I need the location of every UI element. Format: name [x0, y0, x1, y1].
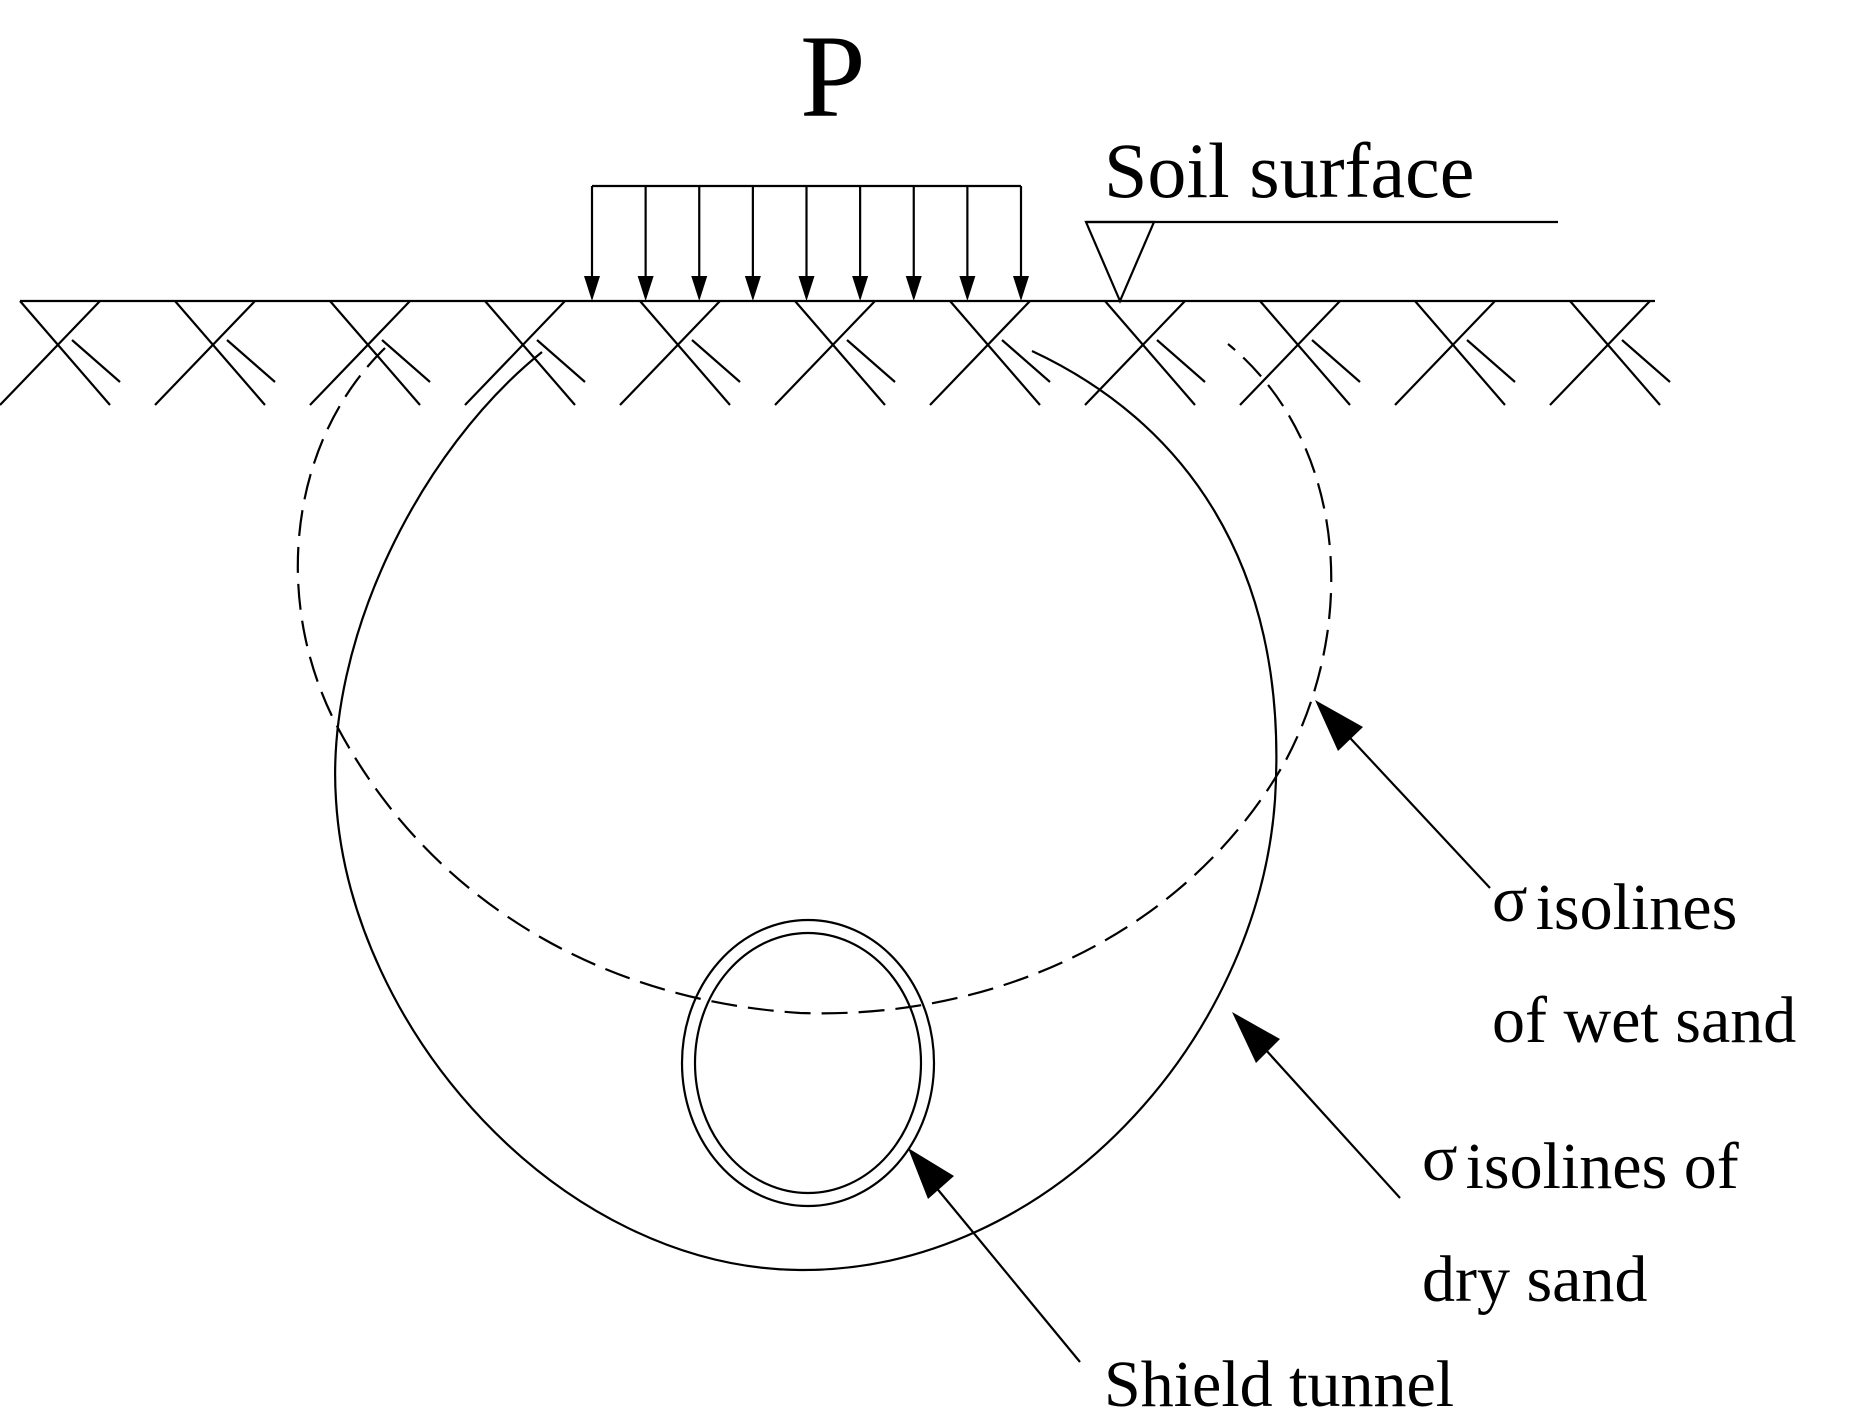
dry-sand-label-line2: dry sand	[1422, 1243, 1648, 1316]
hatch-mark	[1394, 300, 1506, 406]
hatch-mark	[929, 300, 1041, 406]
load-arrowhead-icon	[1013, 276, 1029, 301]
tunnel-outer-ring	[680, 918, 936, 1208]
hatch-mark	[1084, 300, 1196, 406]
surface-triangle-icon	[1084, 220, 1156, 304]
hatch-mark	[1466, 339, 1516, 383]
wet-sand-arrowhead-icon	[1315, 700, 1363, 751]
wet-sand-text-line1: isolines	[1535, 871, 1738, 944]
load-arrowhead-icon	[691, 276, 708, 301]
hatch-mark	[309, 300, 421, 406]
hatch-mark	[774, 300, 886, 406]
soil-surface-label: Soil surface	[1104, 127, 1475, 214]
hatch-mark	[1311, 339, 1361, 383]
load-arrowhead-icon	[959, 276, 976, 301]
soil-hatching	[0, 300, 1671, 406]
hatch-mark	[691, 339, 741, 383]
tunnel-arrowhead-icon	[908, 1148, 954, 1199]
hatch-mark	[1621, 339, 1671, 383]
hatch-mark	[1549, 300, 1661, 406]
hatch-mark	[619, 300, 731, 406]
hatch-mark	[154, 300, 266, 406]
shield-tunnel-label: Shield tunnel	[1104, 1348, 1455, 1421]
dry-sand-isoline	[334, 350, 1278, 1272]
load-arrowhead-icon	[905, 276, 922, 301]
load-arrowhead-icon	[798, 276, 815, 301]
sigma-symbol: σ	[1492, 863, 1528, 936]
hatch-mark	[536, 339, 586, 383]
dry-sand-leader-line	[1254, 1037, 1401, 1199]
hatch-mark	[1001, 339, 1051, 383]
hatch-mark	[71, 339, 121, 383]
surface-marker	[1084, 220, 1558, 304]
hatch-mark	[0, 300, 111, 406]
tunnel-inner-ring	[693, 931, 923, 1195]
sigma-symbol: σ	[1422, 1122, 1458, 1195]
wet-sand-label-line2: of wet sand	[1492, 984, 1797, 1057]
load-label: P	[800, 11, 866, 142]
distributed-load	[584, 184, 1029, 301]
hatch-mark	[381, 339, 431, 383]
hatch-mark	[846, 339, 896, 383]
hatch-mark	[1156, 339, 1206, 383]
wet-sand-leader-line	[1337, 724, 1491, 889]
dry-sand-arrowhead-icon	[1232, 1012, 1280, 1063]
hatch-mark	[226, 339, 276, 383]
hatch-mark	[464, 300, 576, 406]
wet-sand-isoline	[296, 343, 1333, 1015]
tunnel-leader-line	[929, 1179, 1081, 1363]
load-arrowhead-icon	[637, 276, 654, 301]
load-arrowhead-icon	[852, 276, 869, 301]
load-arrowhead-icon	[584, 276, 600, 301]
dry-sand-text-line1: isolines of	[1465, 1130, 1739, 1203]
load-arrowhead-icon	[744, 276, 761, 301]
hatch-mark	[1239, 300, 1351, 406]
